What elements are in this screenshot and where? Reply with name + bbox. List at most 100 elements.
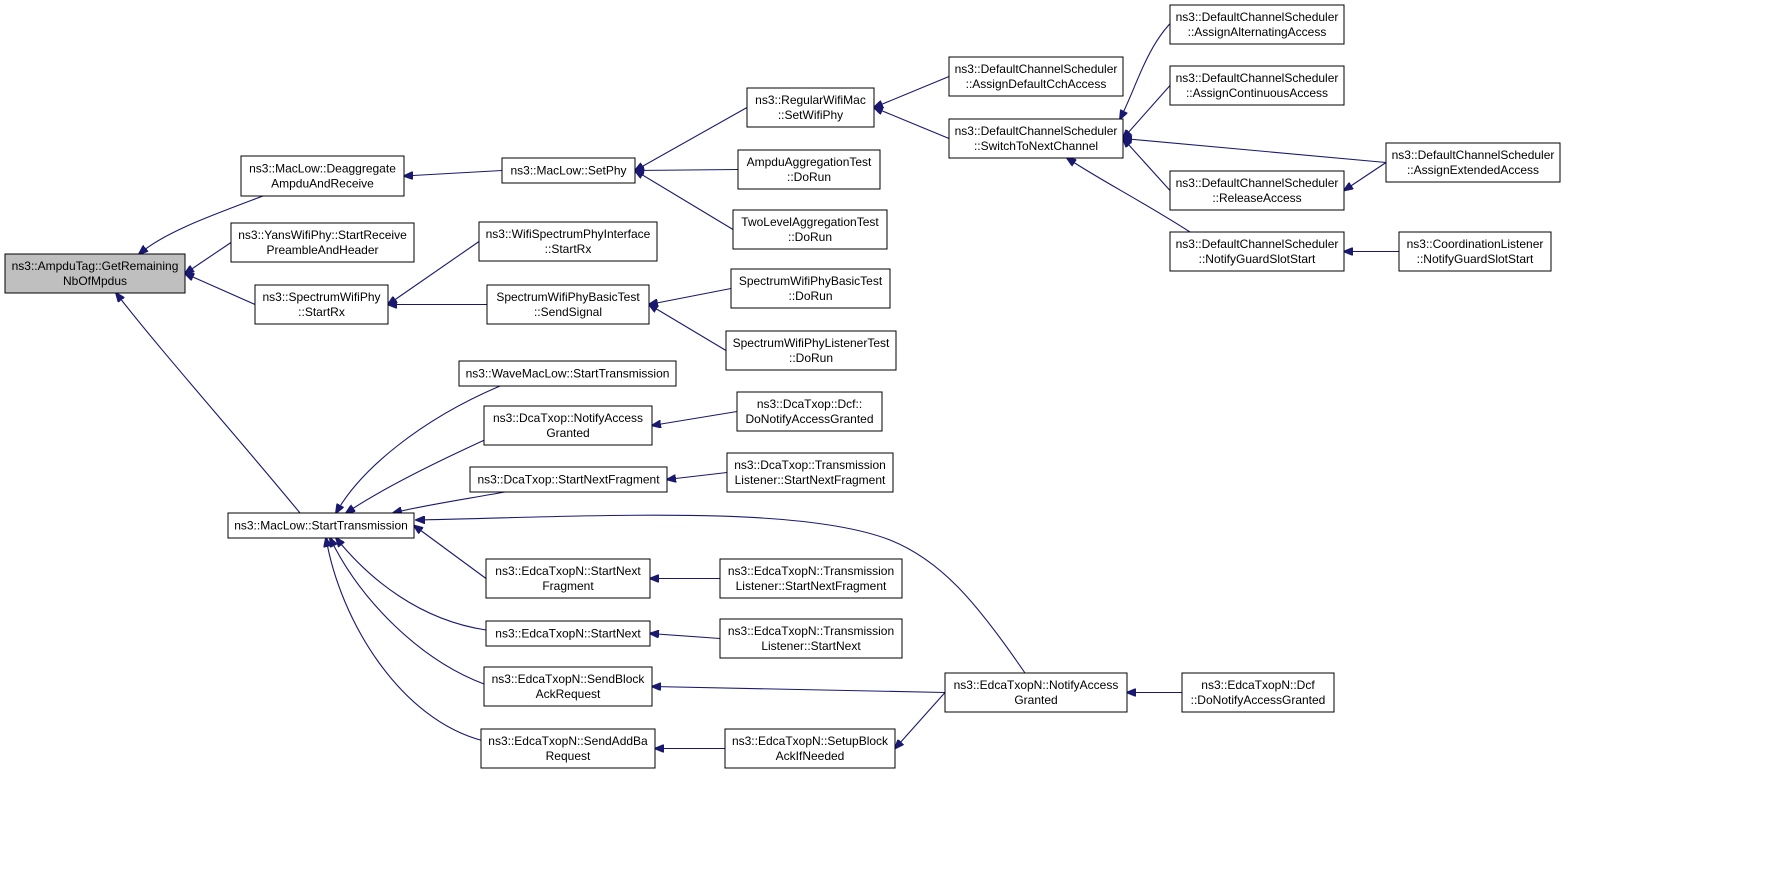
node-box[interactable] xyxy=(478,221,658,262)
node-label: Listener::StartNextFragment xyxy=(735,473,886,487)
node-wsphyif[interactable]: ns3::WifiSpectrumPhyInterface::StartRx xyxy=(478,221,658,262)
node-box[interactable] xyxy=(480,728,656,769)
node-dca_tl[interactable]: ns3::DcaTxop::TransmissionListener::Star… xyxy=(726,452,894,493)
node-box[interactable] xyxy=(730,268,891,309)
edge-dca_dcf-to-dca_notify xyxy=(652,410,738,426)
node-label: ns3::EdcaTxopN::NotifyAccess xyxy=(954,678,1119,692)
node-yans[interactable]: ns3::YansWifiPhy::StartReceivePreambleAn… xyxy=(230,222,415,263)
node-dcs_defcch[interactable]: ns3::DefaultChannelScheduler::AssignDefa… xyxy=(948,56,1124,97)
node-label: ns3::WifiSpectrumPhyInterface xyxy=(486,227,651,241)
node-box[interactable] xyxy=(501,157,636,184)
node-box[interactable] xyxy=(736,391,883,432)
node-dcs_ext[interactable]: ns3::DefaultChannelScheduler::AssignExte… xyxy=(1385,142,1561,183)
node-box[interactable] xyxy=(732,209,888,250)
node-label: PreambleAndHeader xyxy=(266,243,378,257)
node-label: ns3::DefaultChannelScheduler xyxy=(955,62,1118,76)
node-wave[interactable]: ns3::WaveMacLow::StartTransmission xyxy=(458,360,677,387)
node-edca_snf[interactable]: ns3::EdcaTxopN::StartNextFragment xyxy=(485,558,651,599)
node-dcs_alt[interactable]: ns3::DefaultChannelScheduler::AssignAlte… xyxy=(1169,4,1345,45)
node-edca_notify[interactable]: ns3::EdcaTxopN::NotifyAccessGranted xyxy=(944,672,1128,713)
node-label: ::StartRx xyxy=(298,305,345,319)
node-label: ::AssignDefaultCchAccess xyxy=(966,77,1107,91)
node-label: ::NotifyGuardSlotStart xyxy=(1199,252,1316,266)
node-box[interactable] xyxy=(1169,4,1345,45)
node-box[interactable] xyxy=(725,330,897,371)
node-box[interactable] xyxy=(948,56,1124,97)
node-box[interactable] xyxy=(227,512,415,539)
node-regsetwifi[interactable]: ns3::RegularWifiMac::SetWifiPhy xyxy=(746,87,875,128)
node-label: ::ReleaseAccess xyxy=(1212,191,1301,205)
node-dca_snf[interactable]: ns3::DcaTxop::StartNextFragment xyxy=(469,466,668,493)
node-specrx[interactable]: ns3::SpectrumWifiPhy::StartRx xyxy=(254,284,389,325)
node-label: AmpduAndReceive xyxy=(271,177,374,191)
node-ampdutest[interactable]: AmpduAggregationTest::DoRun xyxy=(737,149,881,190)
node-swpbt_run[interactable]: SpectrumWifiPhyBasicTest::DoRun xyxy=(730,268,891,309)
node-setphy[interactable]: ns3::MacLow::SetPhy xyxy=(501,157,636,184)
node-box[interactable] xyxy=(485,558,651,599)
node-swplt_run[interactable]: SpectrumWifiPhyListenerTest::DoRun xyxy=(725,330,897,371)
node-box[interactable] xyxy=(1169,65,1345,106)
edges-layer xyxy=(116,4,1399,749)
node-edca_sn[interactable]: ns3::EdcaTxopN::StartNext xyxy=(485,620,651,647)
edge-edca_notify-to-edca_setup xyxy=(895,692,946,749)
node-label: ns3::EdcaTxopN::StartNext xyxy=(495,627,641,641)
node-label: ns3::DefaultChannelScheduler xyxy=(1176,237,1339,251)
node-label: ns3::DefaultChannelScheduler xyxy=(1176,71,1339,85)
node-label: Listener::StartNext xyxy=(761,639,861,653)
node-label: ns3::RegularWifiMac xyxy=(755,93,866,107)
node-box[interactable] xyxy=(469,466,668,493)
node-box[interactable] xyxy=(1169,231,1345,272)
node-edca_dcf[interactable]: ns3::EdcaTxopN::Dcf::DoNotifyAccessGrant… xyxy=(1181,672,1335,713)
node-dcs_notify[interactable]: ns3::DefaultChannelScheduler::NotifyGuar… xyxy=(1169,231,1345,272)
node-edca_tl_snf[interactable]: ns3::EdcaTxopN::TransmissionListener::St… xyxy=(719,558,903,599)
node-box[interactable] xyxy=(1385,142,1561,183)
node-box[interactable] xyxy=(483,666,653,707)
node-box[interactable] xyxy=(485,620,651,647)
edge-maclowtx-to-root xyxy=(116,293,301,514)
node-box[interactable] xyxy=(737,149,881,190)
node-dca_dcf[interactable]: ns3::DcaTxop::Dcf::DoNotifyAccessGranted xyxy=(736,391,883,432)
node-label: SpectrumWifiPhyBasicTest xyxy=(739,274,883,288)
node-coord[interactable]: ns3::CoordinationListener::NotifyGuardSl… xyxy=(1398,231,1552,272)
node-box[interactable] xyxy=(1181,672,1335,713)
node-box[interactable] xyxy=(240,155,405,197)
node-dcs_release[interactable]: ns3::DefaultChannelScheduler::ReleaseAcc… xyxy=(1169,170,1345,211)
node-box[interactable] xyxy=(719,558,903,599)
node-box[interactable] xyxy=(719,618,903,659)
node-swpbt_send[interactable]: SpectrumWifiPhyBasicTest::SendSignal xyxy=(486,284,650,325)
node-dcs_switch[interactable]: ns3::DefaultChannelScheduler::SwitchToNe… xyxy=(948,118,1124,159)
edge-twolevel-to-setphy xyxy=(635,171,734,230)
node-edca_tl_sn[interactable]: ns3::EdcaTxopN::TransmissionListener::St… xyxy=(719,618,903,659)
node-label: ns3::DefaultChannelScheduler xyxy=(955,124,1118,138)
node-box[interactable] xyxy=(458,360,677,387)
edge-specrx-to-root xyxy=(185,274,256,306)
node-dcs_cont[interactable]: ns3::DefaultChannelScheduler::AssignCont… xyxy=(1169,65,1345,106)
node-box[interactable] xyxy=(948,118,1124,159)
node-box[interactable] xyxy=(4,253,186,294)
node-box[interactable] xyxy=(944,672,1128,713)
node-dca_notify[interactable]: ns3::DcaTxop::NotifyAccessGranted xyxy=(483,405,653,446)
node-box[interactable] xyxy=(1398,231,1552,272)
node-box[interactable] xyxy=(1169,170,1345,211)
node-twolevel[interactable]: TwoLevelAggregationTest::DoRun xyxy=(732,209,888,250)
node-label: ns3::YansWifiPhy::StartReceive xyxy=(238,228,407,242)
node-label: ns3::EdcaTxopN::SendBlock xyxy=(492,672,646,686)
node-box[interactable] xyxy=(486,284,650,325)
node-box[interactable] xyxy=(483,405,653,446)
node-label: ::AssignContinuousAccess xyxy=(1186,86,1328,100)
nodes-layer: ns3::AmpduTag::GetRemainingNbOfMpdusns3:… xyxy=(4,4,1561,769)
edge-dcs_notify-to-dcs_switch xyxy=(1067,158,1191,233)
node-box[interactable] xyxy=(726,452,894,493)
node-label: ns3::MacLow::Deaggregate xyxy=(249,162,396,176)
node-maclowtx[interactable]: ns3::MacLow::StartTransmission xyxy=(227,512,415,539)
node-box[interactable] xyxy=(724,728,896,769)
node-box[interactable] xyxy=(254,284,389,325)
node-box[interactable] xyxy=(746,87,875,128)
node-label: ns3::EdcaTxopN::StartNext xyxy=(495,564,641,578)
node-box[interactable] xyxy=(230,222,415,263)
